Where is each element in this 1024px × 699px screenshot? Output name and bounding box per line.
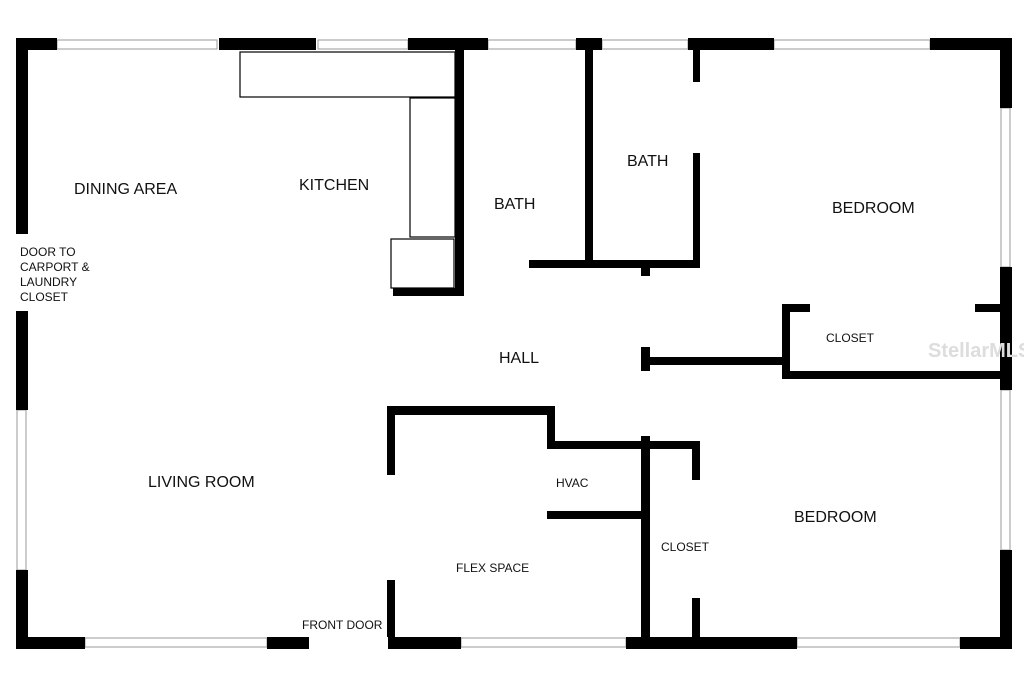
label-front-door: FRONT DOOR (302, 618, 383, 632)
window (1000, 107, 1011, 268)
label-line: LAUNDRY (20, 275, 77, 289)
window (601, 39, 689, 50)
window (1000, 389, 1011, 551)
label-bedroom: BEDROOM (794, 509, 877, 526)
window (84, 637, 268, 648)
label-hall: HALL (499, 350, 539, 367)
label-line: CLOSET (20, 290, 69, 304)
room-labels: DINING AREA KITCHEN BATH BATH BEDROOM CL… (20, 153, 915, 632)
label-closet: CLOSET (661, 540, 710, 554)
window (773, 39, 931, 50)
counter-side (409, 97, 456, 238)
label-bath: BATH (627, 153, 668, 170)
appliance (390, 238, 455, 289)
window (16, 409, 27, 571)
walls (16, 38, 1012, 649)
label-hvac: HVAC (556, 476, 589, 490)
kitchen-counters (239, 51, 456, 289)
label-living-room: LIVING ROOM (148, 474, 255, 491)
label-kitchen: KITCHEN (299, 177, 369, 194)
label-closet: CLOSET (826, 331, 875, 345)
window (56, 39, 218, 50)
window (487, 39, 577, 50)
watermark: StellarMLS (928, 340, 1024, 362)
window (460, 637, 627, 648)
label-bath: BATH (494, 196, 535, 213)
label-door-carport: DOOR TO CARPORT & LAUNDRY CLOSET (20, 245, 93, 304)
window (796, 637, 961, 648)
label-flex-space: FLEX SPACE (456, 561, 529, 575)
window (317, 39, 409, 50)
label-dining-area: DINING AREA (74, 181, 177, 198)
label-line: DOOR TO (20, 245, 76, 259)
label-line: CARPORT & (20, 260, 90, 274)
counter-top (239, 51, 456, 98)
label-bedroom: BEDROOM (832, 200, 915, 217)
